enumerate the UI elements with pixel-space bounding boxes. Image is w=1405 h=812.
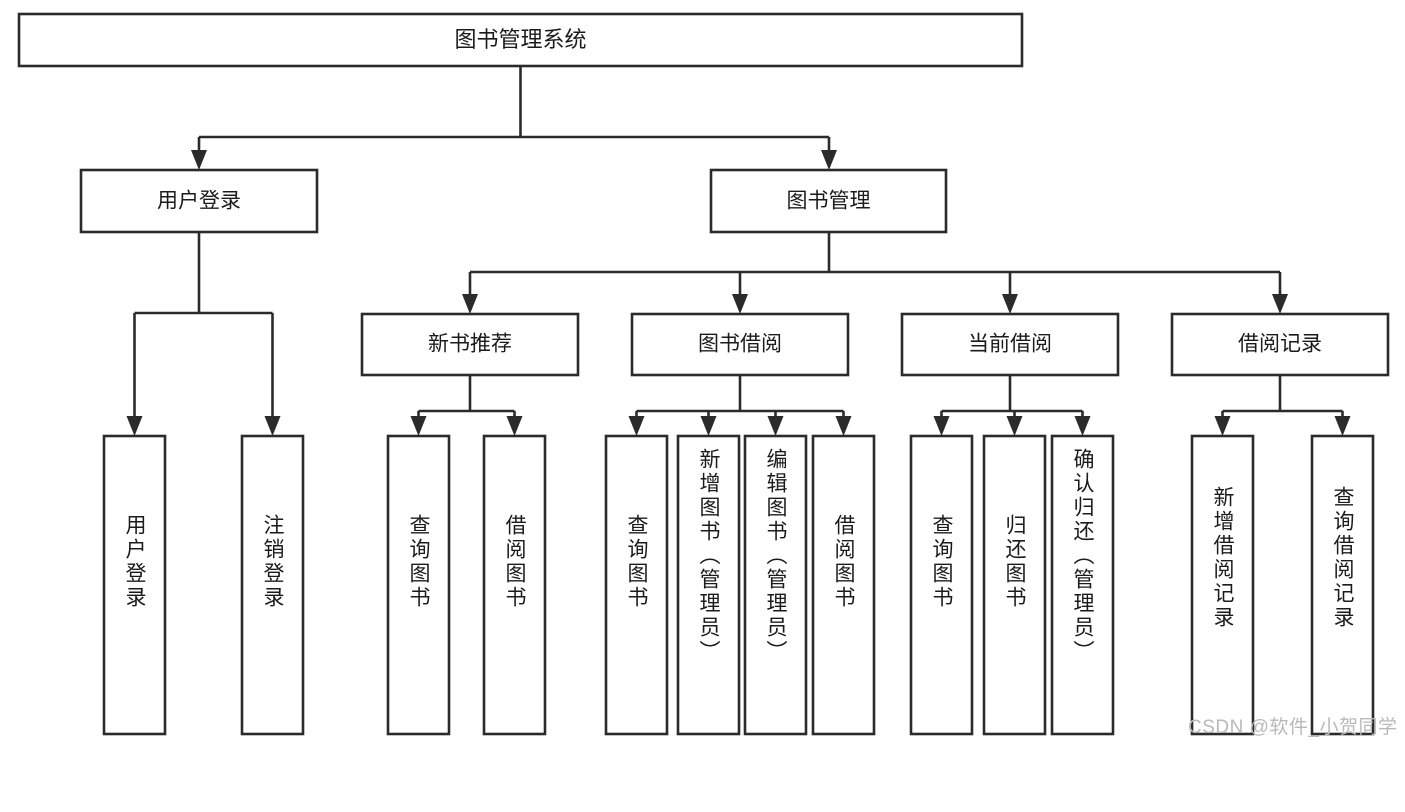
node-book-management-label: 图书管理	[787, 190, 871, 213]
connector-group-root	[191, 66, 837, 170]
connector-group-borrow-record	[1214, 375, 1351, 436]
node-cb-confirm-return-box[interactable]	[1050, 434, 1115, 736]
node-bb-query-book-box[interactable]	[604, 434, 669, 736]
connector-group-new-book-rec	[410, 375, 523, 436]
node-root-box[interactable]	[17, 12, 1024, 68]
node-new-book-rec[interactable]: 新书推荐	[360, 312, 580, 377]
arrow-head-bb-add-book	[700, 416, 717, 436]
node-current-borrow-box[interactable]	[900, 312, 1120, 377]
arrow-head-bb-query-book	[628, 416, 645, 436]
node-cb-return-book-box[interactable]	[982, 434, 1047, 736]
arrow-head-user-login	[191, 150, 207, 170]
node-new-book-rec-box[interactable]	[360, 312, 580, 377]
node-book-borrow-label: 图书借阅	[698, 333, 782, 356]
node-borrow-record-label: 借阅记录	[1238, 333, 1322, 356]
connector-group-book-borrow	[628, 375, 852, 436]
node-new-book-rec-label: 新书推荐	[428, 333, 512, 356]
arrow-head-nbr-borrow-book	[506, 416, 523, 436]
arrow-head-leaf-logout	[264, 416, 281, 436]
node-book-borrow[interactable]: 图书借阅	[630, 312, 850, 377]
leaf-boxes	[102, 434, 1375, 736]
node-root-label: 图书管理系统	[454, 27, 586, 52]
node-user-login-label: 用户登录	[157, 190, 241, 213]
node-book-management-box[interactable]	[709, 168, 948, 234]
node-br-add-record-box[interactable]	[1190, 434, 1255, 736]
node-user-login[interactable]: 用户登录	[79, 168, 319, 234]
arrow-head-cb-confirm-return	[1074, 416, 1091, 436]
node-current-borrow[interactable]: 当前借阅	[900, 312, 1120, 377]
arrow-head-new-book-rec	[462, 294, 478, 314]
node-bb-add-book-box[interactable]	[676, 434, 741, 736]
node-leaf-user-login-box[interactable]	[102, 434, 167, 736]
node-user-login-box[interactable]	[79, 168, 319, 234]
flowchart-diagram: 图书管理系统 用户登录 图书管理 新书推荐 图书借阅 当前借阅 借阅记录	[17, 12, 1398, 738]
arrow-head-book-borrow	[732, 294, 748, 314]
arrow-head-br-query-record	[1334, 416, 1351, 436]
node-nbr-borrow-book-box[interactable]	[482, 434, 547, 736]
node-cb-query-book-box[interactable]	[909, 434, 974, 736]
watermark-text: CSDN @软件_小贺同学	[1188, 717, 1398, 738]
node-bb-edit-book-box[interactable]	[743, 434, 808, 736]
node-bb-borrow-book-box[interactable]	[811, 434, 876, 736]
arrow-head-bb-borrow-book	[835, 416, 852, 436]
node-br-query-record-box[interactable]	[1310, 434, 1375, 736]
node-book-borrow-box[interactable]	[630, 312, 850, 377]
arrow-head-leaf-user-login	[126, 416, 143, 436]
node-book-management[interactable]: 图书管理	[709, 168, 948, 234]
node-nbr-query-book-box[interactable]	[386, 434, 451, 736]
arrow-head-current-borrow	[1002, 294, 1018, 314]
arrow-head-br-add-record	[1214, 416, 1231, 436]
node-borrow-record[interactable]: 借阅记录	[1170, 312, 1390, 377]
diagram-canvas: 图书管理系统 用户登录 图书管理 新书推荐 图书借阅 当前借阅 借阅记录	[17, 12, 1390, 736]
connector-group-book-management	[462, 232, 1288, 314]
node-borrow-record-box[interactable]	[1170, 312, 1390, 377]
arrow-head-nbr-query-book	[410, 416, 427, 436]
arrow-head-cb-query-book	[933, 416, 950, 436]
connector-group-user-login	[126, 232, 281, 436]
arrow-head-book-management	[821, 150, 837, 170]
connector-group-current-borrow	[933, 375, 1091, 436]
node-current-borrow-label: 当前借阅	[968, 333, 1052, 356]
node-leaf-logout-box[interactable]	[240, 434, 305, 736]
arrow-head-bb-edit-book	[767, 416, 784, 436]
node-root[interactable]: 图书管理系统	[17, 12, 1024, 68]
arrow-head-cb-return-book	[1006, 416, 1023, 436]
arrow-head-borrow-record	[1272, 294, 1288, 314]
